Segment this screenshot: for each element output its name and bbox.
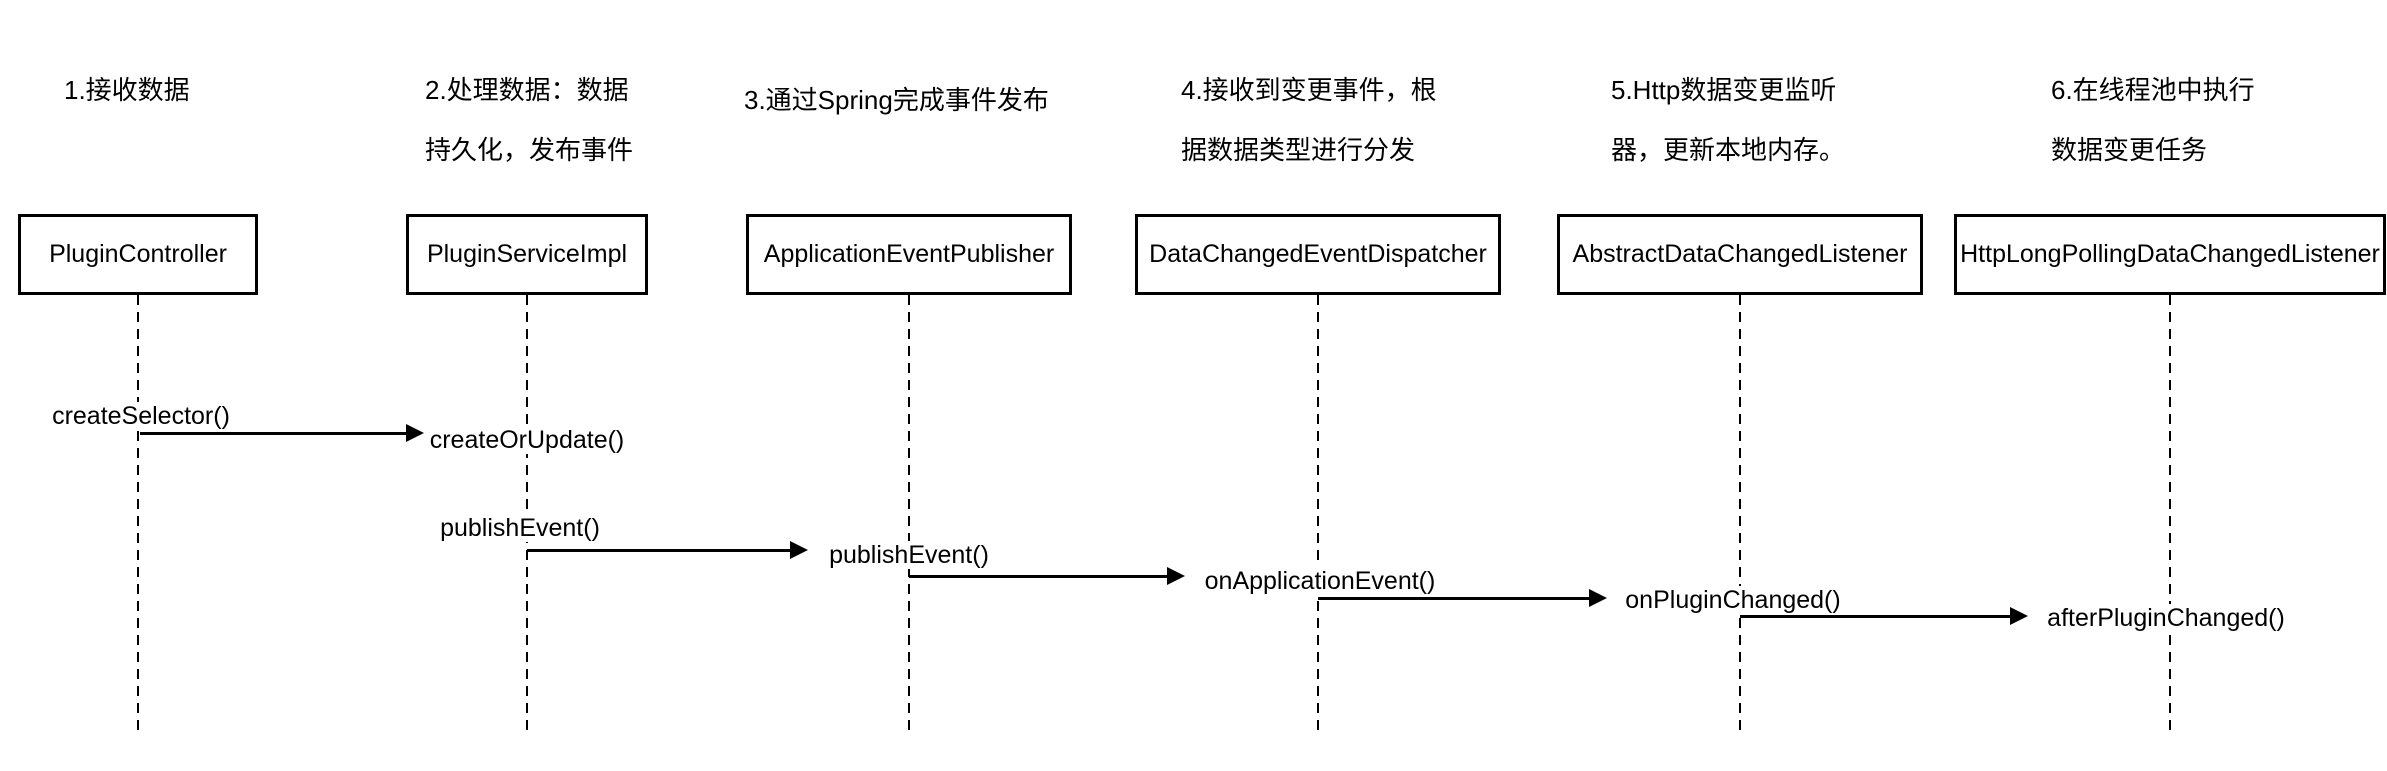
lifeline-plugin-controller: [137, 295, 139, 733]
lifeline-data-changed-event-dispatcher: [1317, 295, 1319, 733]
message-label-on-application-event: onApplicationEvent(): [1120, 567, 1520, 596]
message-arrow-on-plugin-changed: [1318, 589, 1607, 607]
annotation-line: 2.处理数据：数据: [425, 75, 629, 105]
actor-box-application-event-publisher: ApplicationEventPublisher: [746, 214, 1072, 295]
annotation-line: 5.Http数据变更监听: [1611, 75, 1837, 105]
message-arrow-on-application-event: [909, 567, 1185, 585]
annotation-line: 器，更新本地内存。: [1611, 135, 1846, 165]
annotation-step-2: 2.处理数据：数据 持久化，发布事件: [425, 60, 633, 180]
annotation-step-5: 5.Http数据变更监听 器，更新本地内存。: [1611, 60, 1845, 180]
actor-label: ApplicationEventPublisher: [763, 240, 1055, 268]
actor-box-http-long-polling-data-changed-listener: HttpLongPollingDataChangedListener: [1954, 214, 2386, 295]
lifeline-application-event-publisher: [908, 295, 910, 733]
annotation-step-3: 3.通过Spring完成事件发布: [744, 70, 1049, 130]
annotation-line: 3.通过Spring完成事件发布: [744, 85, 1049, 115]
actor-label: PluginController: [49, 240, 227, 268]
annotation-line: 持久化，发布事件: [425, 135, 634, 165]
message-arrow-publish-event: [527, 541, 808, 559]
actor-label: DataChangedEventDispatcher: [1149, 240, 1487, 268]
lifeline-abstract-data-changed-listener: [1739, 295, 1741, 733]
message-label-publish-event-recv: publishEvent(): [709, 541, 1109, 570]
annotation-step-4: 4.接收到变更事件，根 据数据类型进行分发: [1181, 60, 1437, 180]
message-label-after-plugin-changed: afterPluginChanged(): [1966, 604, 2366, 633]
annotation-line: 4.接收到变更事件，根: [1181, 75, 1437, 105]
message-arrow-after-plugin-changed: [1740, 607, 2028, 625]
actor-box-plugin-controller: PluginController: [18, 214, 258, 295]
actor-label: AbstractDataChangedListener: [1572, 240, 1908, 268]
message-label-create-selector: createSelector(): [0, 402, 341, 431]
annotation-step-6: 6.在线程池中执行 数据变更任务: [2051, 60, 2255, 180]
message-arrow-create-or-update: [140, 424, 424, 442]
message-label-on-plugin-changed: onPluginChanged(): [1533, 586, 1933, 615]
annotation-step-1: 1.接收数据: [64, 60, 190, 120]
actor-box-plugin-service-impl: PluginServiceImpl: [406, 214, 648, 295]
annotation-line: 6.在线程池中执行: [2051, 75, 2255, 105]
message-label-publish-event-send: publishEvent(): [320, 514, 720, 543]
actor-label: HttpLongPollingDataChangedListener: [1960, 240, 2380, 268]
annotation-line: 1.接收数据: [64, 75, 190, 105]
lifeline-http-long-polling-data-changed-listener: [2169, 295, 2171, 733]
annotation-line: 数据变更任务: [2051, 135, 2208, 165]
annotation-line: 据数据类型进行分发: [1181, 135, 1416, 165]
message-label-create-or-update: createOrUpdate(): [327, 426, 727, 455]
actor-box-abstract-data-changed-listener: AbstractDataChangedListener: [1557, 214, 1923, 295]
actor-label: PluginServiceImpl: [426, 240, 628, 268]
actor-box-data-changed-event-dispatcher: DataChangedEventDispatcher: [1135, 214, 1501, 295]
